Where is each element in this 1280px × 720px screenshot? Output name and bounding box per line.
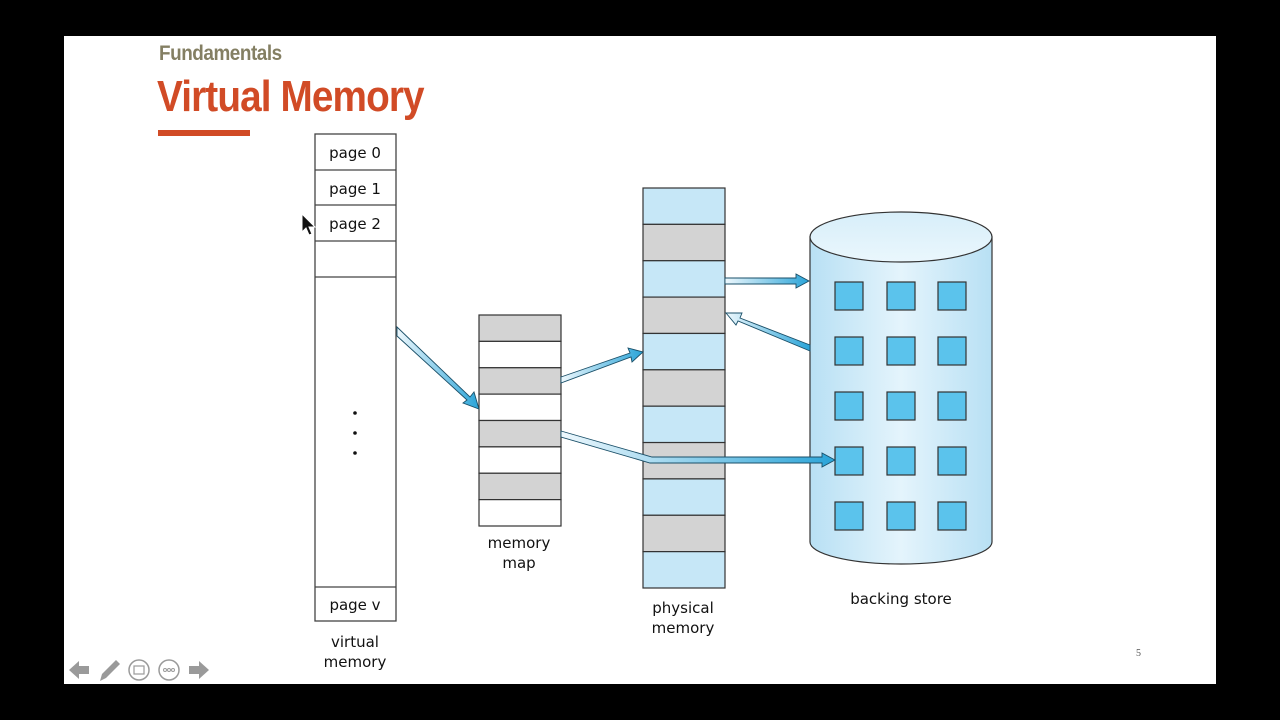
arrow-physical-to-store	[724, 273, 810, 289]
see-all-slides-button[interactable]	[126, 657, 152, 683]
slide-title: Virtual Memory	[157, 72, 425, 121]
ellipsis-dot	[353, 411, 357, 415]
previous-slide-button[interactable]	[66, 657, 92, 683]
physical-memory-label-2: memory	[652, 619, 715, 637]
storage-block	[834, 446, 864, 476]
pen-tool-button[interactable]	[96, 657, 122, 683]
storage-block	[937, 501, 967, 531]
backing-store-label: backing store	[850, 590, 952, 608]
storage-block	[834, 391, 864, 421]
physical-frame	[642, 296, 726, 335]
storage-block	[834, 501, 864, 531]
mouse-cursor-icon	[301, 213, 317, 236]
more-icon	[158, 659, 180, 681]
backing-store	[809, 211, 993, 565]
storage-block	[886, 501, 916, 531]
memory-map-entry	[478, 472, 562, 501]
slide-subtitle: Fundamentals	[159, 42, 282, 65]
page-0-label: page 0	[329, 144, 381, 162]
storage-block	[886, 336, 916, 366]
physical-memory	[642, 187, 726, 589]
arrow-store-to-physical	[725, 312, 811, 352]
physical-frame	[642, 478, 726, 516]
memory-map-entry	[478, 340, 562, 369]
page-2-label: page 2	[329, 215, 381, 233]
storage-block	[937, 391, 967, 421]
slide-number: 5	[1136, 648, 1141, 659]
memory-map-entry	[478, 393, 562, 422]
next-slide-button[interactable]	[186, 657, 212, 683]
virtual-memory-label-2: memory	[324, 653, 387, 671]
cylinder-top	[809, 211, 993, 263]
storage-block	[834, 336, 864, 366]
more-options-button[interactable]	[156, 657, 182, 683]
page-1-label: page 1	[329, 180, 381, 198]
memory-map-label-2: map	[502, 554, 535, 572]
physical-frame	[642, 187, 726, 225]
physical-frame	[642, 369, 726, 407]
memory-map-entry	[478, 367, 562, 395]
arrow-left-icon	[69, 661, 89, 679]
physical-frame	[642, 260, 726, 298]
slide: Fundamentals Virtual Memory	[64, 36, 1216, 684]
virtual-memory-diagram: page 0 page 1 page 2 page v virtual memo…	[314, 133, 993, 671]
presentation-controls	[66, 656, 212, 684]
physical-frame	[642, 514, 726, 553]
arrow-map-to-store	[560, 430, 836, 468]
storage-block	[886, 281, 916, 311]
page-v-label: page v	[329, 596, 380, 614]
arrow-virtual-to-map	[396, 325, 480, 410]
physical-frame	[642, 332, 726, 371]
arrow-map-to-physical	[560, 347, 644, 384]
slides-icon	[128, 659, 150, 681]
physical-frame	[642, 405, 726, 444]
storage-blocks	[834, 281, 967, 531]
ellipsis-dot	[353, 451, 357, 455]
physical-frame	[642, 223, 726, 262]
virtual-memory-label: virtual	[331, 633, 379, 651]
storage-block	[937, 446, 967, 476]
memory-map-entry	[478, 499, 562, 527]
arrow-right-icon	[189, 661, 209, 679]
memory-map-label: memory	[488, 534, 551, 552]
ellipsis-dot	[353, 431, 357, 435]
storage-block	[886, 446, 916, 476]
storage-block	[886, 391, 916, 421]
storage-block	[937, 336, 967, 366]
storage-block	[937, 281, 967, 311]
arrows	[396, 273, 836, 468]
memory-map	[478, 314, 562, 527]
memory-map-entry	[478, 419, 562, 448]
physical-memory-label: physical	[652, 599, 714, 617]
physical-frame	[642, 551, 726, 589]
memory-map-entry	[478, 446, 562, 474]
virtual-memory-frame	[314, 133, 397, 622]
virtual-memory: page 0 page 1 page 2 page v virtual memo…	[314, 133, 397, 671]
pen-icon	[100, 660, 120, 681]
memory-map-entry	[478, 314, 562, 342]
title-underline	[158, 130, 250, 136]
storage-block	[834, 281, 864, 311]
